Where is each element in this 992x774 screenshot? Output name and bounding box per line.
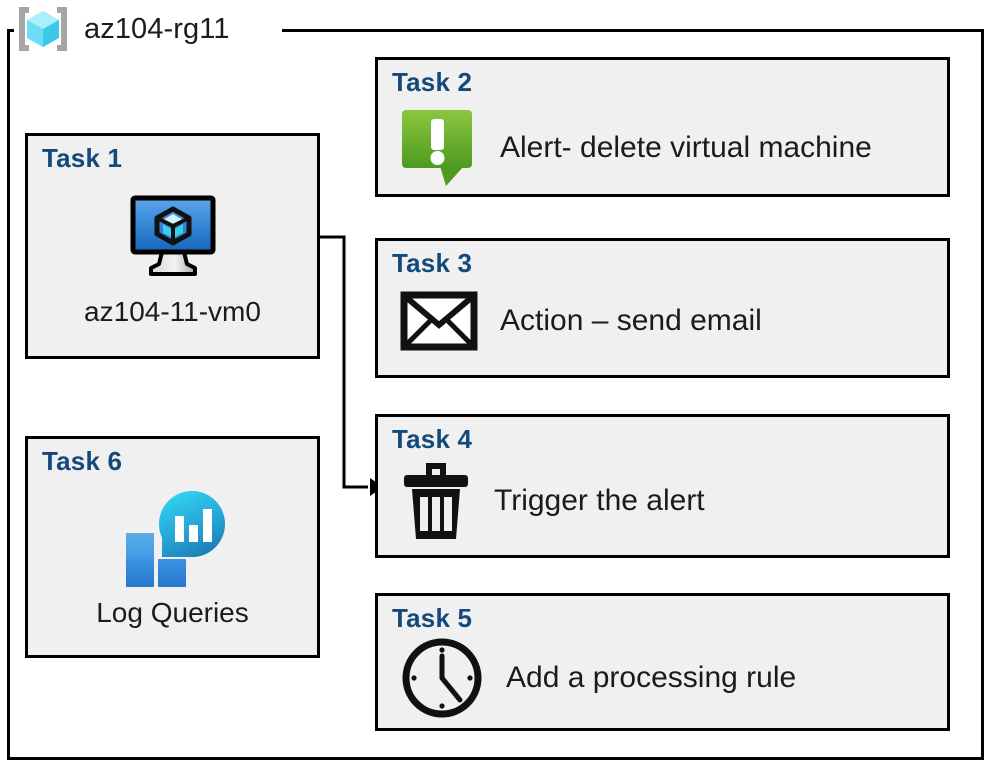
virtual-machine-icon [28,192,317,278]
resource-group-name: az104-rg11 [84,12,230,45]
task-6-label: Log Queries [96,597,249,628]
task-card-task-6[interactable]: Task 6 [25,436,320,658]
clock-icon [400,636,484,720]
task-card-task-5[interactable]: Task 5 Add a processing rule [375,593,950,731]
task-5-label: Add a processing rule [506,661,797,694]
task-2-label: Alert- delete virtual machine [500,131,872,164]
task-4-body: Trigger the alert [400,459,937,543]
task-card-task-1[interactable]: Task 1 [25,133,320,359]
title-border-gap [14,22,282,38]
task-2-body: Alert- delete virtual machine [400,108,937,188]
task-1-label: az104-11-vm0 [84,296,261,327]
task-4-title: Task 4 [392,424,473,454]
task-3-body: Action – send email [400,289,937,353]
task-3-title: Task 3 [392,248,473,278]
task-6-title: Task 6 [42,446,123,476]
resource-group-header: az104-rg11 [12,0,230,58]
task-5-title: Task 5 [392,603,473,633]
task-5-body: Add a processing rule [400,636,937,720]
log-analytics-icon [28,487,317,587]
resource-group-container [7,29,984,760]
task-1-title: Task 1 [42,143,123,173]
task-card-task-2[interactable]: Task 2 Alert- delete virtual machin [375,57,950,197]
task-card-task-4[interactable]: Task 4 Trigger the alert [375,414,950,558]
task-2-title: Task 2 [392,67,473,97]
trash-delete-icon [400,459,472,543]
resource-group-cube-icon [12,3,74,55]
task-card-task-3[interactable]: Task 3 Action – send email [375,238,950,378]
alert-bubble-icon [400,108,478,188]
task-3-label: Action – send email [500,304,762,337]
task-4-label: Trigger the alert [494,484,705,517]
envelope-icon [400,289,478,353]
